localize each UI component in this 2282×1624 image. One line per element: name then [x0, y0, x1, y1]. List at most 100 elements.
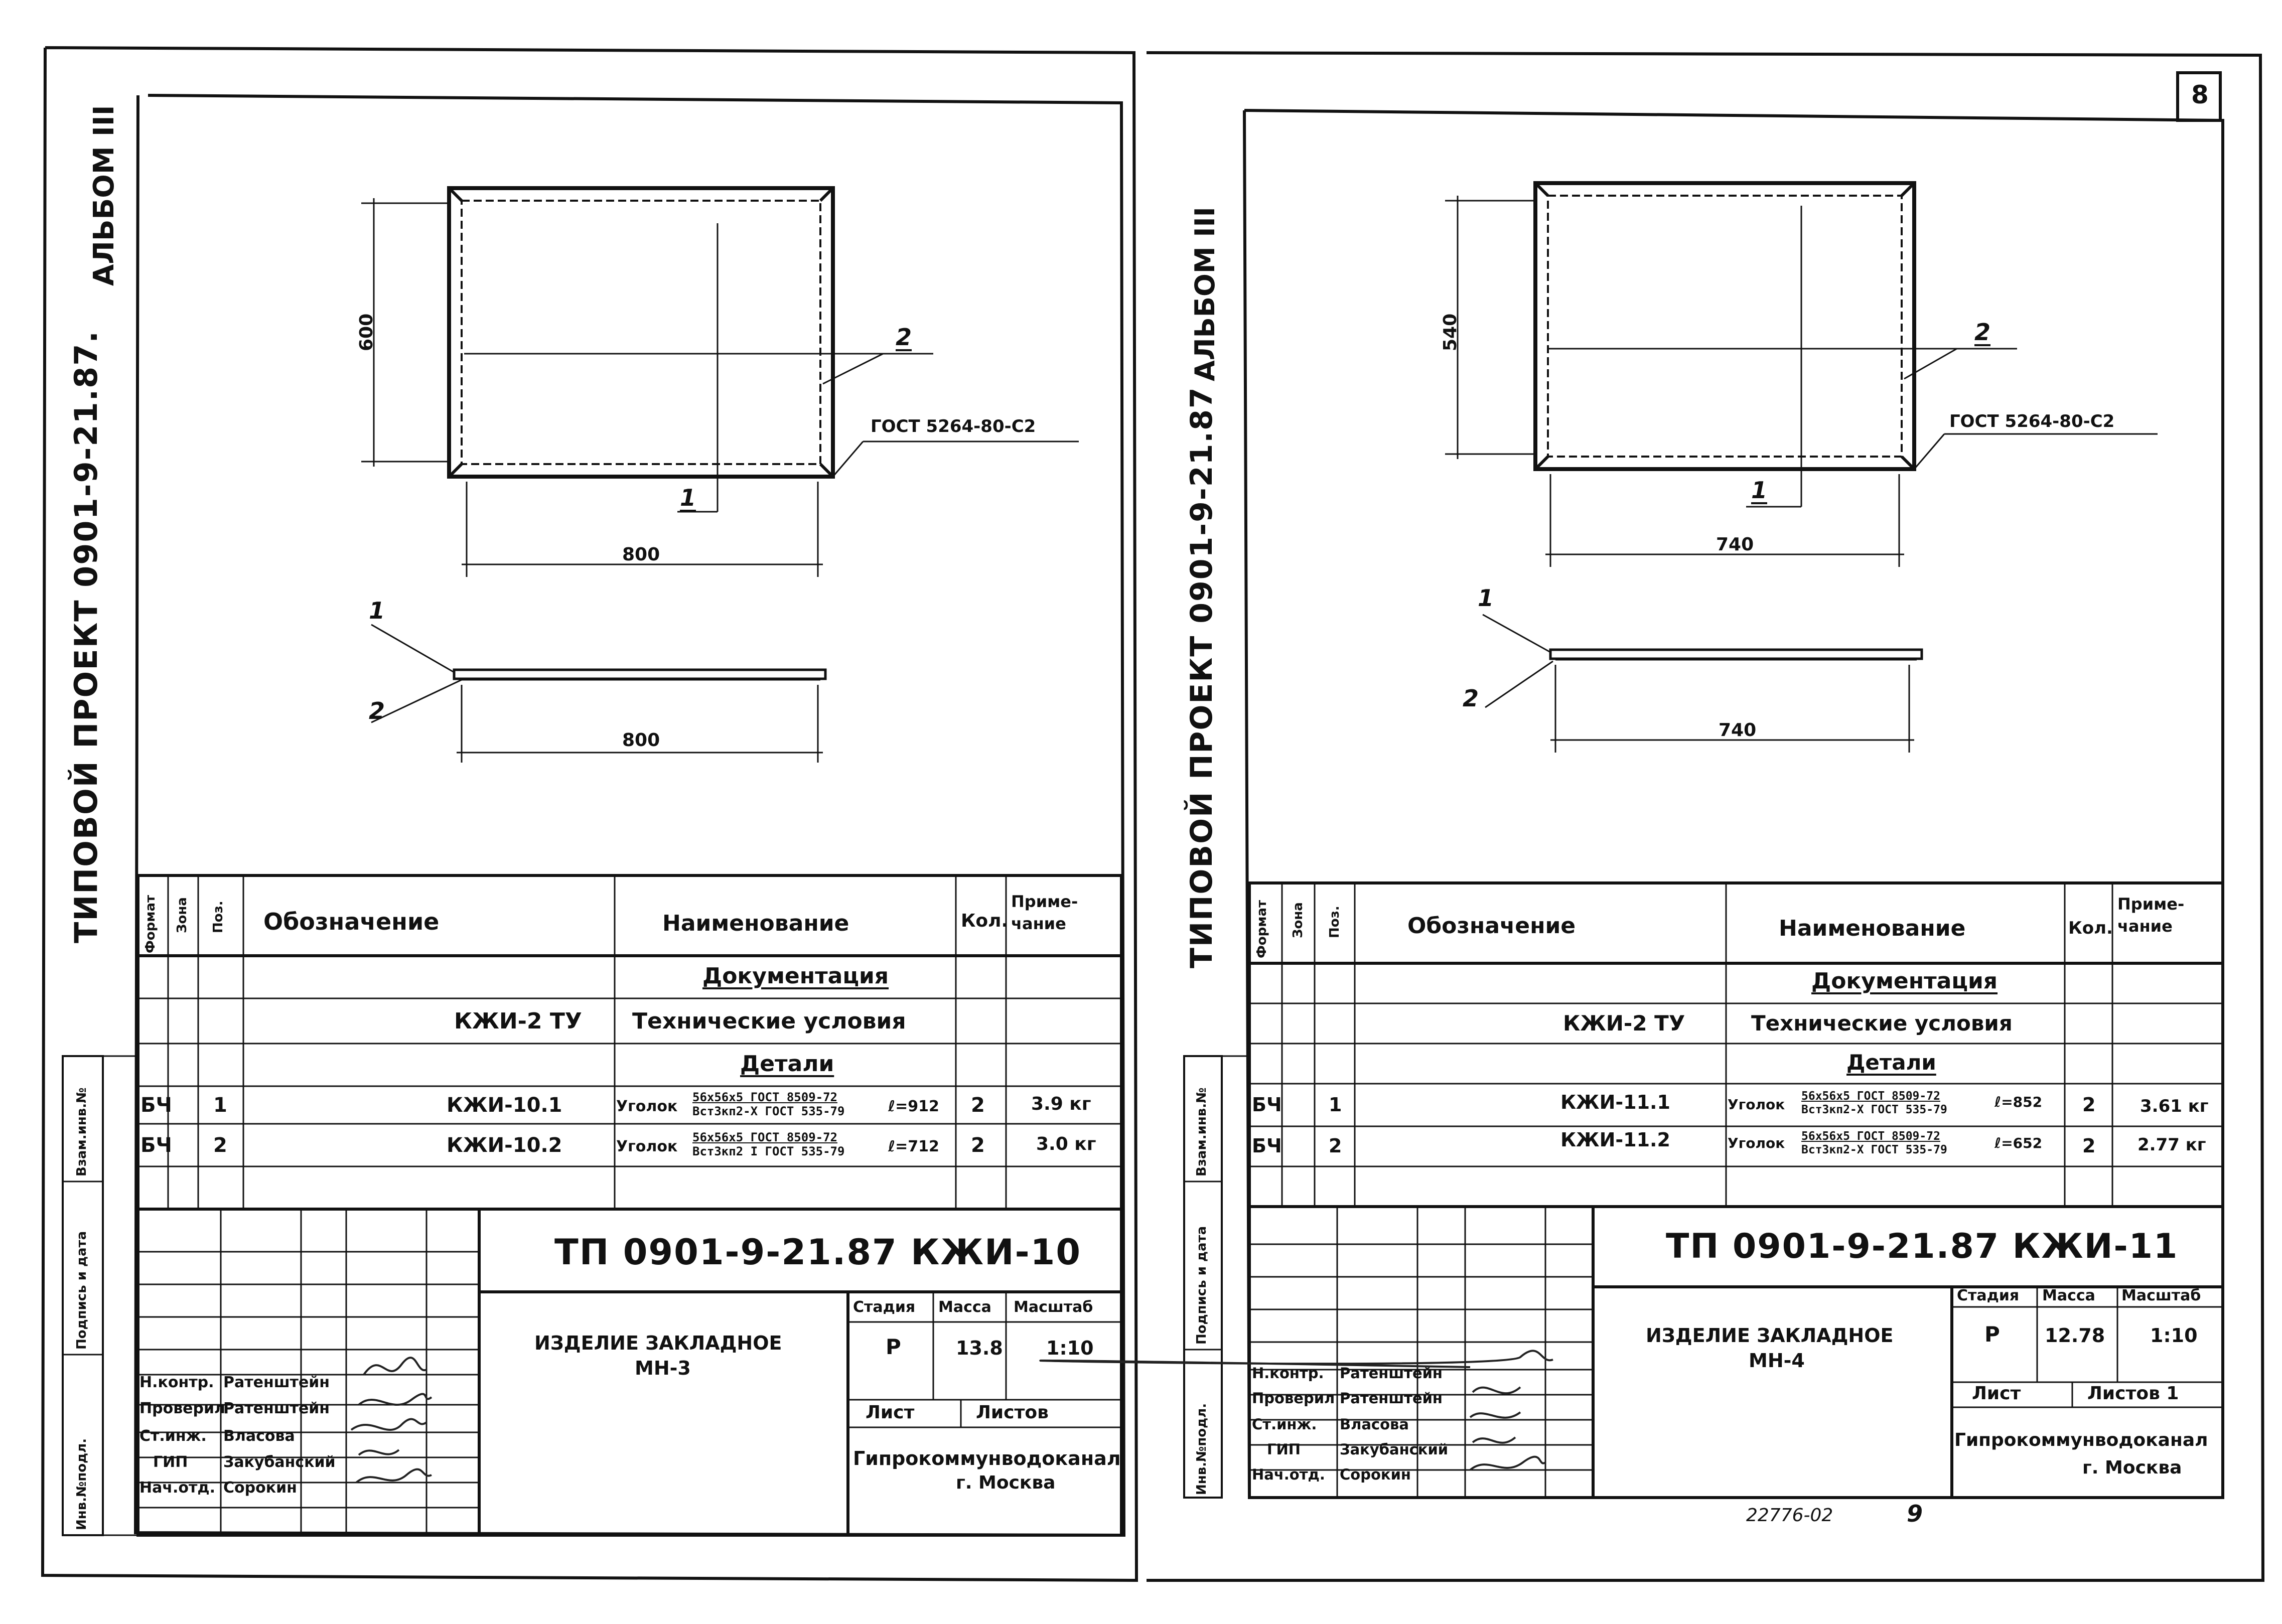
right-stamp-stage-label: Стадия: [1957, 1287, 2020, 1304]
row-designation: КЖИ-11.1: [1560, 1091, 1670, 1113]
row-note: 3.0 кг: [1036, 1134, 1096, 1154]
right-person-role: Проверил: [1252, 1390, 1335, 1407]
right-person-role: Н.контр.: [1252, 1365, 1324, 1382]
left-stamp-city: г. Москва: [956, 1472, 1056, 1493]
row-pos: 2: [213, 1134, 227, 1157]
left-section-docs: Документация: [702, 963, 889, 989]
row-pos: 2: [1329, 1135, 1342, 1157]
bottom-page: 9: [1907, 1500, 1923, 1527]
row-name: Уголок: [1728, 1096, 1785, 1113]
right-gost-note: ГОСТ 5264-80-С2: [1949, 411, 2115, 431]
right-leader-a: 2: [1974, 319, 1991, 346]
left-th-note: Приме-чание: [1011, 892, 1078, 933]
left-person-name: Власова: [223, 1427, 295, 1445]
right-section-docs: Документация: [1811, 968, 1998, 994]
left-stamp-mass: 13.8: [956, 1337, 1003, 1359]
right-doc-name: Технические условия: [1751, 1011, 2013, 1036]
left-stamp-stage: Р: [886, 1335, 901, 1359]
right-person-role: ГИП: [1267, 1441, 1301, 1458]
left-person-role: Нач.отд.: [139, 1479, 215, 1497]
left-stamp-sheet-label: Лист: [866, 1402, 915, 1423]
left-person-name: Сорокин: [223, 1479, 297, 1497]
left-stamp-subtitle: МН-3: [635, 1357, 691, 1379]
right-person-name: Сорокин: [1340, 1466, 1411, 1483]
row-designation: КЖИ-10.2: [447, 1134, 562, 1157]
left-stamp-sheets-label: Листов: [976, 1402, 1049, 1423]
row-qty: 2: [2082, 1135, 2096, 1157]
left-leader-d: 2: [369, 697, 385, 724]
right-stamp-scale: 1:10: [2150, 1324, 2198, 1347]
left-stamp-org: Гипрокоммунводоканал: [853, 1447, 1121, 1469]
row-qty: 2: [971, 1094, 985, 1117]
row-spec-bot: Вст3кп2-Х ГОСТ 535-79: [1801, 1103, 1947, 1116]
left-person-name: Закубанский: [223, 1453, 336, 1471]
right-dim-width-top: 740: [1716, 534, 1754, 555]
left-stamp-code: ТП 0901-9-21.87 КЖИ-10: [554, 1232, 1082, 1273]
right-leader-b: 1: [1751, 477, 1768, 504]
left-leader-b: 1: [680, 484, 696, 511]
row-format: БЧ: [1252, 1094, 1282, 1116]
right-leader-c: 1: [1478, 584, 1494, 612]
page-number: 8: [2191, 80, 2209, 109]
left-th-qty: Кол.: [961, 911, 1009, 931]
right-th-name: Наименование: [1779, 916, 1966, 941]
left-th-designation: Обозначение: [263, 908, 440, 935]
right-stamp-title: ИЗДЕЛИЕ ЗАКЛАДНОЕ: [1646, 1324, 1894, 1347]
right-th-note: Приме-чание: [2117, 895, 2185, 936]
row-note: 3.61 кг: [2140, 1096, 2209, 1116]
row-spec-bot: Вст3кп2-Х ГОСТ 535-79: [692, 1104, 845, 1118]
row-name: Уголок: [616, 1098, 678, 1115]
right-leader-d: 2: [1463, 685, 1479, 712]
row-qty: 2: [971, 1134, 985, 1157]
left-person-name: Ратенштейн: [223, 1374, 330, 1391]
left-person-role: Ст.инж.: [139, 1427, 207, 1445]
row-qty: 2: [2082, 1094, 2096, 1116]
right-doc-designation: КЖИ-2 ТУ: [1563, 1011, 1685, 1036]
right-stamp-mass: 12.78: [2045, 1324, 2105, 1347]
right-stamp-subtitle: МН-4: [1749, 1350, 1805, 1372]
right-stamp-mass-label: Масса: [2042, 1287, 2095, 1304]
left-stamp-mass-label: Масса: [938, 1298, 991, 1316]
right-stamp-sheets-label: Листов 1: [2087, 1383, 2179, 1404]
right-person-name: Ратенштейн: [1340, 1390, 1443, 1407]
right-th-qty: Кол.: [2068, 918, 2113, 938]
left-doc-designation: КЖИ-2 ТУ: [454, 1008, 582, 1034]
row-length: ℓ=912: [888, 1098, 939, 1115]
right-section-parts: Детали: [1846, 1050, 1936, 1075]
right-stamp-sheet-label: Лист: [1972, 1383, 2021, 1404]
left-section-parts: Детали: [740, 1051, 834, 1077]
right-person-role: Ст.инж.: [1252, 1416, 1317, 1433]
left-person-role: Проверил: [139, 1400, 225, 1417]
right-person-name: Власова: [1340, 1416, 1409, 1433]
row-spec-top: 56х56х5 ГОСТ 8509-72: [692, 1090, 837, 1104]
row-name: Уголок: [616, 1138, 678, 1155]
row-pos: 1: [1329, 1094, 1342, 1116]
right-stamp-city: г. Москва: [2082, 1457, 2182, 1478]
left-dim-width-top: 800: [622, 544, 660, 565]
right-stamp-scale-label: Масштаб: [2121, 1287, 2201, 1304]
left-leader-c: 1: [369, 597, 385, 624]
row-format: БЧ: [140, 1094, 172, 1117]
left-dim-width-bottom: 800: [622, 730, 660, 751]
right-person-role: Нач.отд.: [1252, 1466, 1325, 1483]
left-stamp-stage-label: Стадия: [853, 1298, 916, 1316]
left-stamp-scale-label: Масштаб: [1014, 1298, 1093, 1316]
bottom-number: 22776-02: [1746, 1505, 1833, 1526]
row-pos: 1: [213, 1094, 227, 1117]
row-name: Уголок: [1728, 1135, 1785, 1151]
left-leader-a: 2: [896, 324, 912, 351]
left-person-role: ГИП: [153, 1453, 188, 1471]
row-note: 2.77 кг: [2137, 1135, 2206, 1155]
row-spec-top: 56х56х5 ГОСТ 8509-72: [1801, 1090, 1940, 1103]
left-person-role: Н.контр.: [139, 1374, 214, 1391]
right-stamp-org: Гипрокоммунводоканал: [1954, 1430, 2208, 1450]
right-dim-width-bottom: 740: [1719, 720, 1757, 741]
right-person-name: Закубанский: [1340, 1441, 1449, 1458]
row-length: ℓ=852: [1994, 1094, 2043, 1110]
row-format: БЧ: [1252, 1135, 1282, 1157]
left-th-name: Наименование: [662, 911, 849, 936]
right-person-name: Ратенштейн: [1340, 1365, 1443, 1382]
row-format: БЧ: [140, 1134, 172, 1157]
